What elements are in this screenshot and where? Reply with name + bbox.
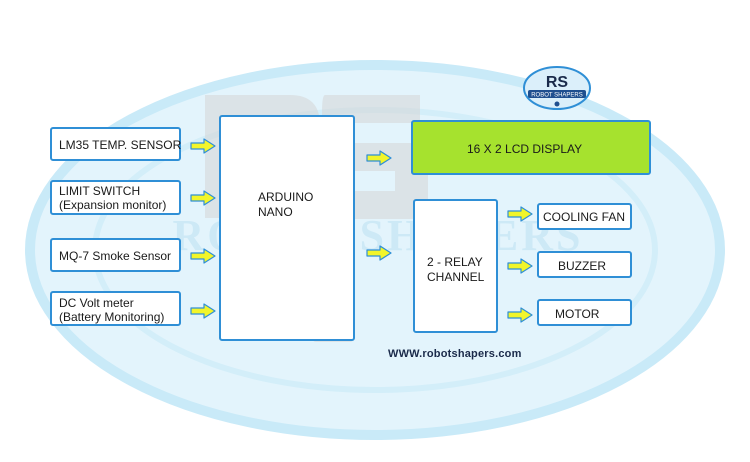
logo-banner [528,90,586,98]
lcd-display-label: 16 X 2 LCD DISPLAY [467,142,583,156]
relay-box: 2 - RELAY CHANNEL [413,199,498,333]
output-label-buzzer: BUZZER [558,259,606,273]
website-url: WWW.robotshapers.com [388,348,522,360]
relay-label-line1: 2 - RELAY [427,255,483,269]
input-box-limit-switch: LIMIT SWITCH (Expansion monitor) [50,180,181,215]
output-label-cooling-fan: COOLING FAN [543,210,626,224]
output-box-buzzer: BUZZER [537,251,632,278]
input-label-dc-voltmeter-line1: DC Volt meter [59,296,134,310]
input-label-dc-voltmeter-line2: (Battery Monitoring) [59,310,165,324]
arrow-relay-to-motor [507,307,533,323]
input-box-dc-voltmeter: DC Volt meter (Battery Monitoring) [50,291,181,326]
arrow-lm35-to-arduino [190,138,216,154]
logo-banner-text: ROBOT SHAPERS [531,93,583,99]
arduino-nano-box: ARDUINO NANO [219,115,355,341]
arrow-arduino-to-lcd [366,150,392,166]
arrow-mq7-to-arduino [190,248,216,264]
output-box-cooling-fan: COOLING FAN [537,203,632,230]
output-label-motor: MOTOR [555,307,600,321]
lcd-display-box: 16 X 2 LCD DISPLAY [411,120,651,175]
arduino-label-line2: NANO [258,205,293,219]
arrow-limit-switch-to-arduino [190,190,216,206]
input-box-mq7: MQ-7 Smoke Sensor [50,238,181,272]
arrow-relay-to-buzzer [507,258,533,274]
robot-shapers-logo: RS ROBOT SHAPERS [523,66,591,110]
arrow-arduino-to-relay [366,245,392,261]
logo-monogram: RS [546,74,569,91]
input-label-limit-switch-line1: LIMIT SWITCH [59,184,141,198]
input-label-mq7: MQ-7 Smoke Sensor [59,249,172,263]
output-box-motor: MOTOR [537,299,632,326]
logo-robot-icon [554,101,560,107]
arrow-voltmeter-to-arduino [190,303,216,319]
arduino-label-line1: ARDUINO [258,190,314,204]
input-label-limit-switch-line2: (Expansion monitor) [59,198,167,212]
input-box-lm35: LM35 TEMP. SENSOR [50,127,181,161]
relay-label-line2: CHANNEL [427,270,485,284]
logo-ellipse [523,66,591,110]
input-label-lm35: LM35 TEMP. SENSOR [59,138,182,152]
arrow-relay-to-cooling-fan [507,206,533,222]
